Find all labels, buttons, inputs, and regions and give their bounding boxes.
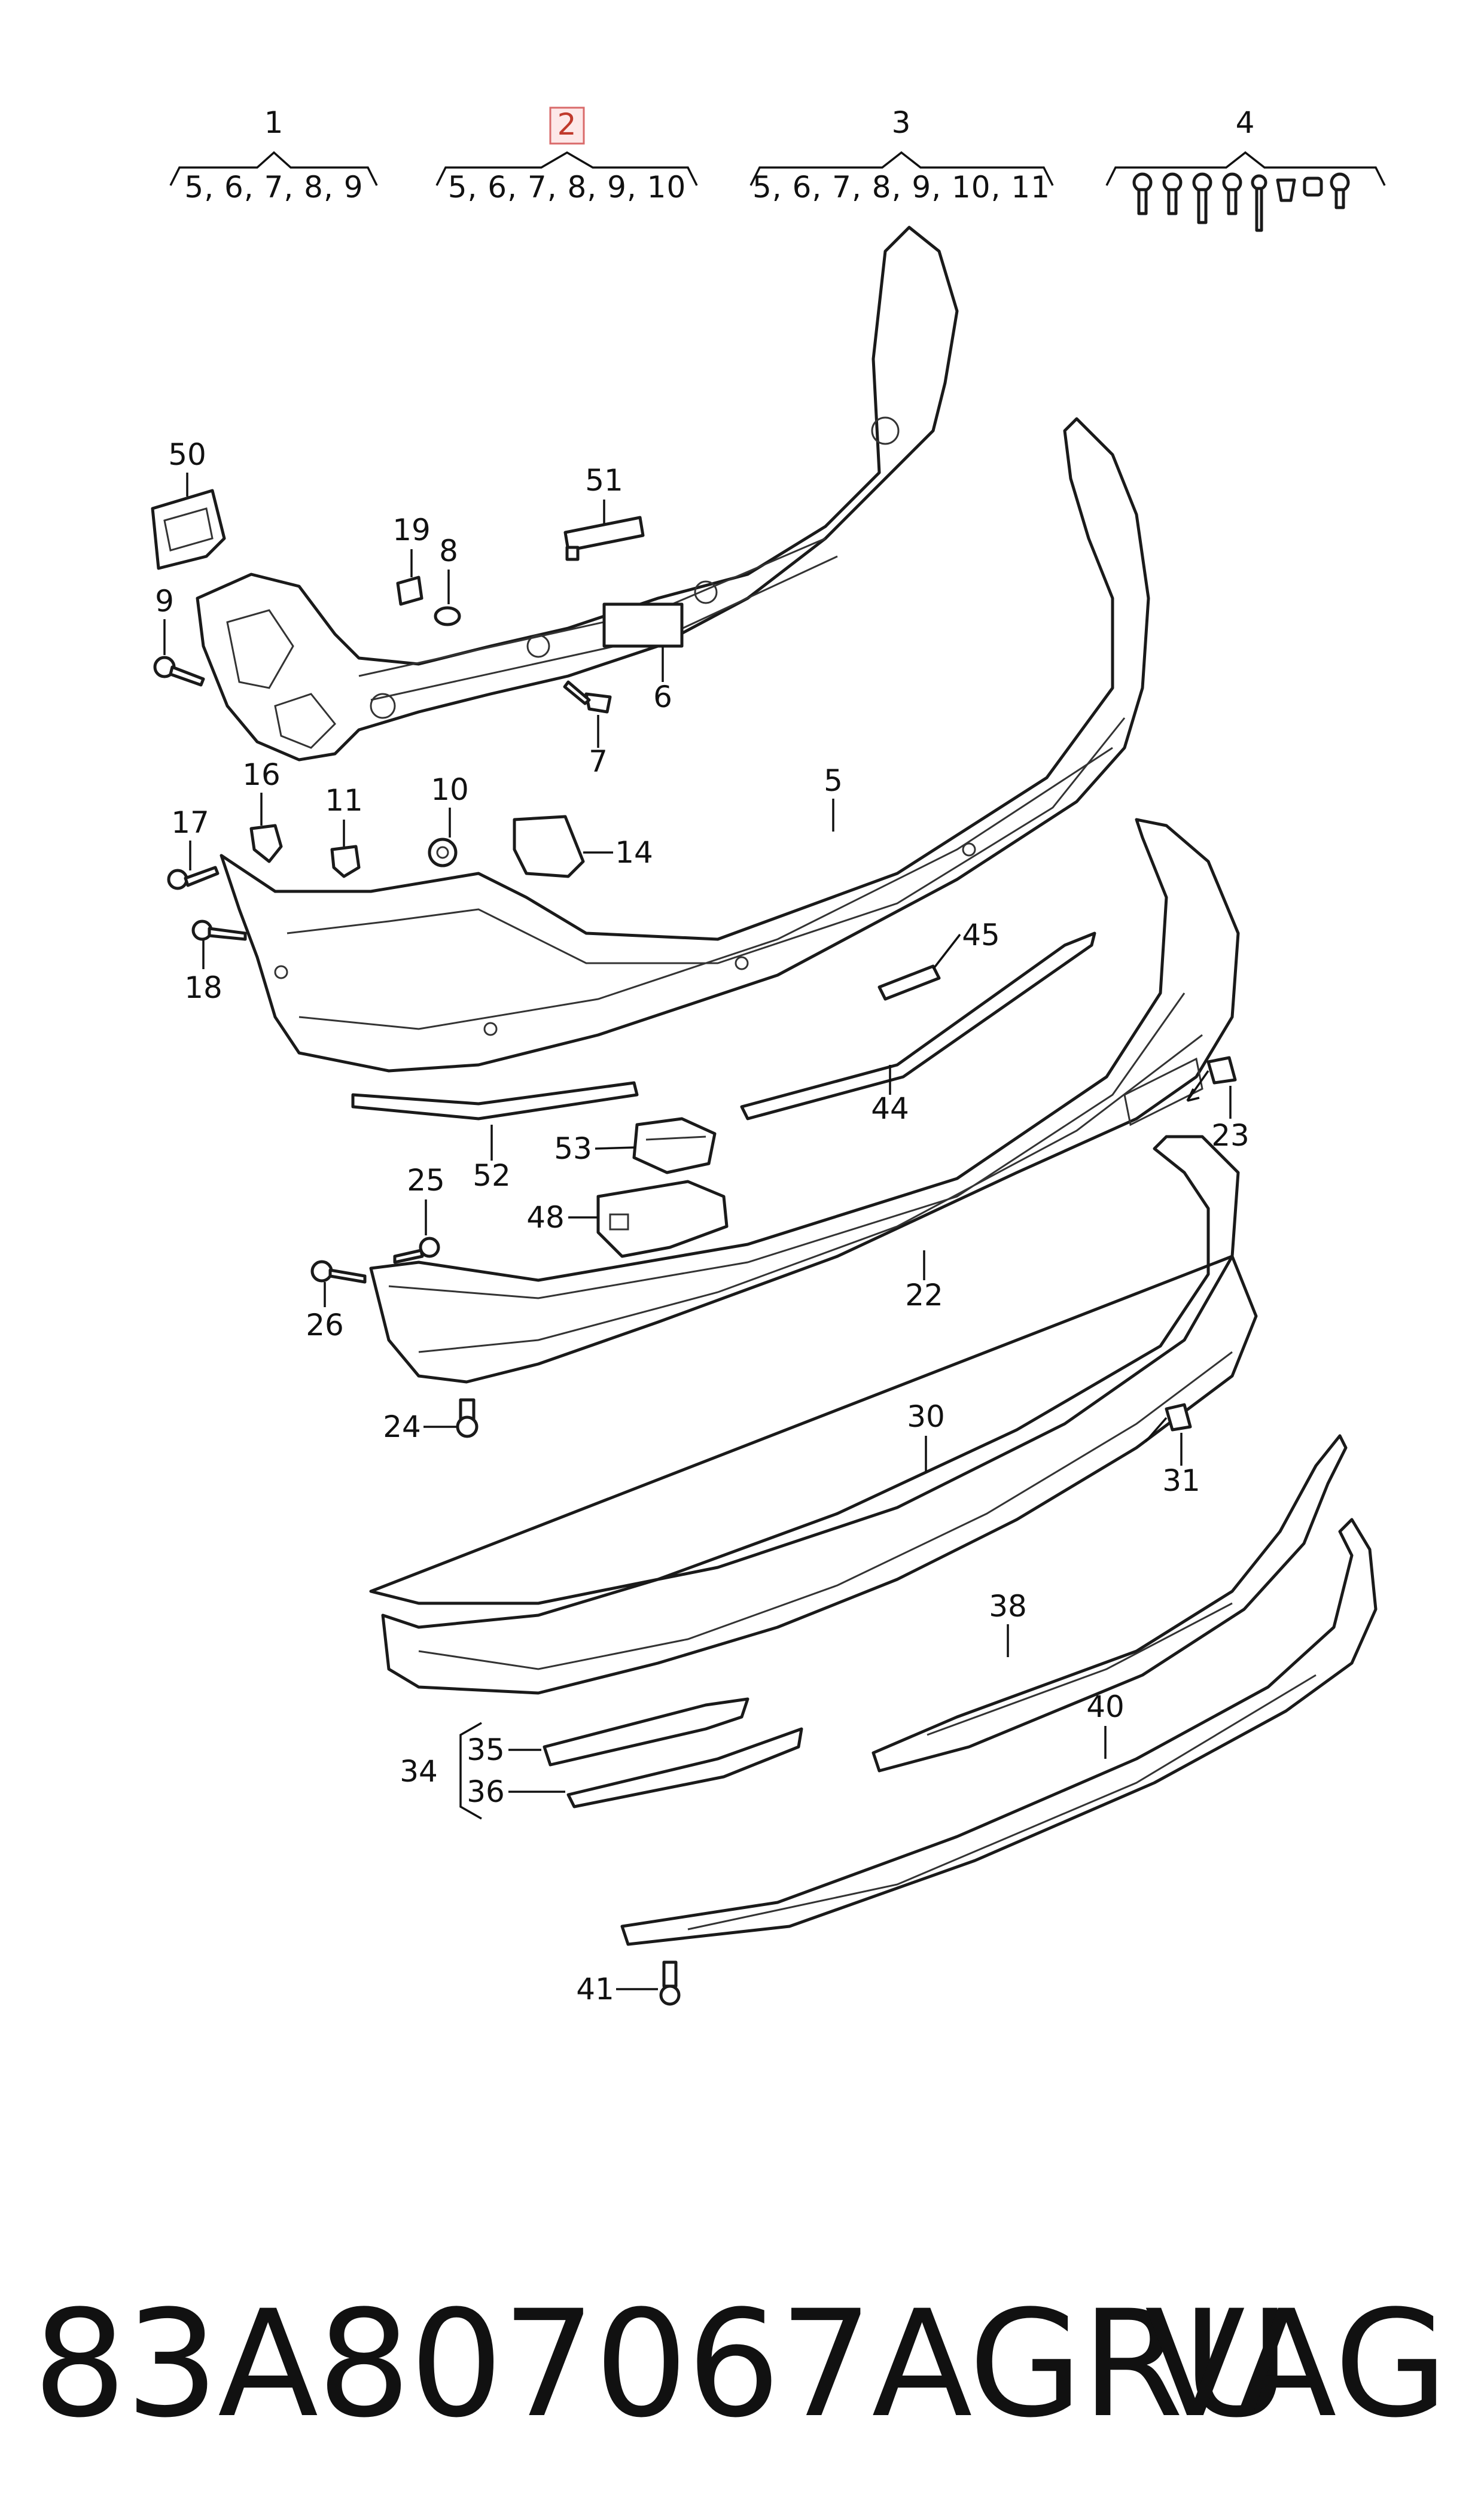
callout-30[interactable]: 30: [907, 1399, 945, 1434]
upper-bumper-cover[interactable]: [220, 417, 1150, 1073]
callout-26[interactable]: 26: [306, 1308, 344, 1342]
callout-7[interactable]: 7: [589, 744, 608, 779]
group-1-items: 5, 6, 7, 8, 9: [184, 170, 363, 205]
group-header-1[interactable]: 1 5, 6, 7, 8, 9: [169, 105, 378, 205]
group-2-items: 5, 6, 7, 8, 9, 10: [448, 170, 687, 205]
group-header-3[interactable]: 3 5, 6, 7, 8, 9, 10, 11: [749, 105, 1054, 205]
callout-45[interactable]: 45: [962, 918, 1000, 952]
part-number-code: 83A807067AGRU: [33, 2279, 1290, 2450]
part-18-screw[interactable]: [191, 919, 247, 941]
part-24-bolt[interactable]: [456, 1398, 479, 1438]
callout-22[interactable]: 22: [905, 1278, 943, 1313]
part-23-clip[interactable]: [1186, 1056, 1237, 1102]
callout-34[interactable]: 34: [400, 1754, 438, 1789]
part-31-clip[interactable]: [1144, 1403, 1192, 1443]
callout-8[interactable]: 8: [439, 534, 458, 568]
callout-52[interactable]: 52: [473, 1158, 511, 1193]
impact-bar-carrier[interactable]: [196, 226, 959, 762]
callout-18[interactable]: 18: [184, 970, 223, 1005]
part-17-screw[interactable]: [167, 866, 220, 890]
part-25-screw[interactable]: [393, 1237, 440, 1264]
callout-50[interactable]: 50: [168, 437, 206, 472]
group-header-4[interactable]: 4: [1105, 105, 1386, 232]
callout-10[interactable]: 10: [431, 772, 469, 807]
callout-5[interactable]: 5: [824, 763, 843, 798]
callout-23[interactable]: 23: [1211, 1118, 1250, 1153]
callouts: 50 51 19 8 9 6 7 5 16 17 11 10 14 18 45 …: [155, 437, 1250, 2007]
group-3-number: 3: [892, 105, 912, 140]
part-45-reflector[interactable]: [877, 964, 941, 1001]
callout-53[interactable]: 53: [554, 1131, 592, 1166]
brand-label: VAG: [1144, 2279, 1448, 2450]
callout-6[interactable]: 6: [653, 680, 672, 714]
part-7-bolt[interactable]: [563, 680, 612, 714]
group-3-items: 5, 6, 7, 8, 9, 10, 11: [752, 170, 1050, 205]
callout-14[interactable]: 14: [615, 835, 653, 870]
part-6-sensor-bracket: [602, 602, 684, 648]
part-26-screw[interactable]: [310, 1260, 367, 1284]
callout-41[interactable]: 41: [576, 1972, 614, 2007]
callout-25[interactable]: 25: [407, 1163, 445, 1198]
fastener-set-icon: [1132, 172, 1350, 232]
part-52-trim[interactable]: [351, 1081, 639, 1121]
part-9-screw[interactable]: [153, 656, 205, 687]
part-36-reflector[interactable]: [566, 1727, 803, 1808]
part-40-lower-trim[interactable]: [620, 1518, 1378, 1946]
middle-bumper-cover[interactable]: [369, 818, 1240, 1384]
part-19-nut[interactable]: [396, 576, 423, 606]
group-1-number: 1: [264, 105, 284, 140]
callout-48[interactable]: 48: [526, 1200, 565, 1235]
group-2-number: 2: [557, 107, 577, 142]
part-11-clip[interactable]: [330, 845, 361, 878]
callout-44[interactable]: 44: [871, 1091, 909, 1126]
callout-51[interactable]: 51: [585, 463, 623, 498]
lower-diffuser-30[interactable]: [369, 1135, 1258, 1695]
bracket-34: [459, 1722, 482, 1820]
part-38-diffuser-insert[interactable]: [871, 1434, 1348, 1773]
part-8-washer[interactable]: [434, 606, 461, 626]
callout-11[interactable]: 11: [325, 783, 363, 818]
part-41-bolt[interactable]: [659, 1960, 681, 2006]
part-50-bracket[interactable]: [151, 489, 226, 570]
group-4-number: 4: [1236, 105, 1256, 140]
callout-16[interactable]: 16: [242, 757, 281, 792]
part-35-reflector[interactable]: [543, 1697, 749, 1767]
callout-9[interactable]: 9: [155, 584, 174, 619]
group-2-highlight-box: [549, 106, 585, 145]
callout-24[interactable]: 24: [383, 1409, 421, 1444]
part-51-clip[interactable]: [563, 516, 645, 561]
callout-35[interactable]: 35: [467, 1733, 505, 1767]
callout-40[interactable]: 40: [1086, 1689, 1125, 1724]
part-16-clip[interactable]: [249, 824, 283, 863]
callout-36[interactable]: 36: [467, 1774, 505, 1809]
part-48-housing[interactable]: [596, 1180, 729, 1258]
part-44-trim-strip[interactable]: [740, 931, 1096, 1121]
part-14-plate[interactable]: [513, 815, 585, 878]
callout-19[interactable]: 19: [392, 513, 431, 547]
callout-17[interactable]: 17: [171, 805, 209, 840]
part-53-module[interactable]: [632, 1117, 717, 1174]
group-header-2[interactable]: 2 5, 6, 7, 8, 9, 10: [435, 106, 698, 205]
callout-31[interactable]: 31: [1162, 1463, 1200, 1498]
callout-38[interactable]: 38: [989, 1589, 1027, 1624]
part-10-nut[interactable]: [428, 838, 458, 867]
